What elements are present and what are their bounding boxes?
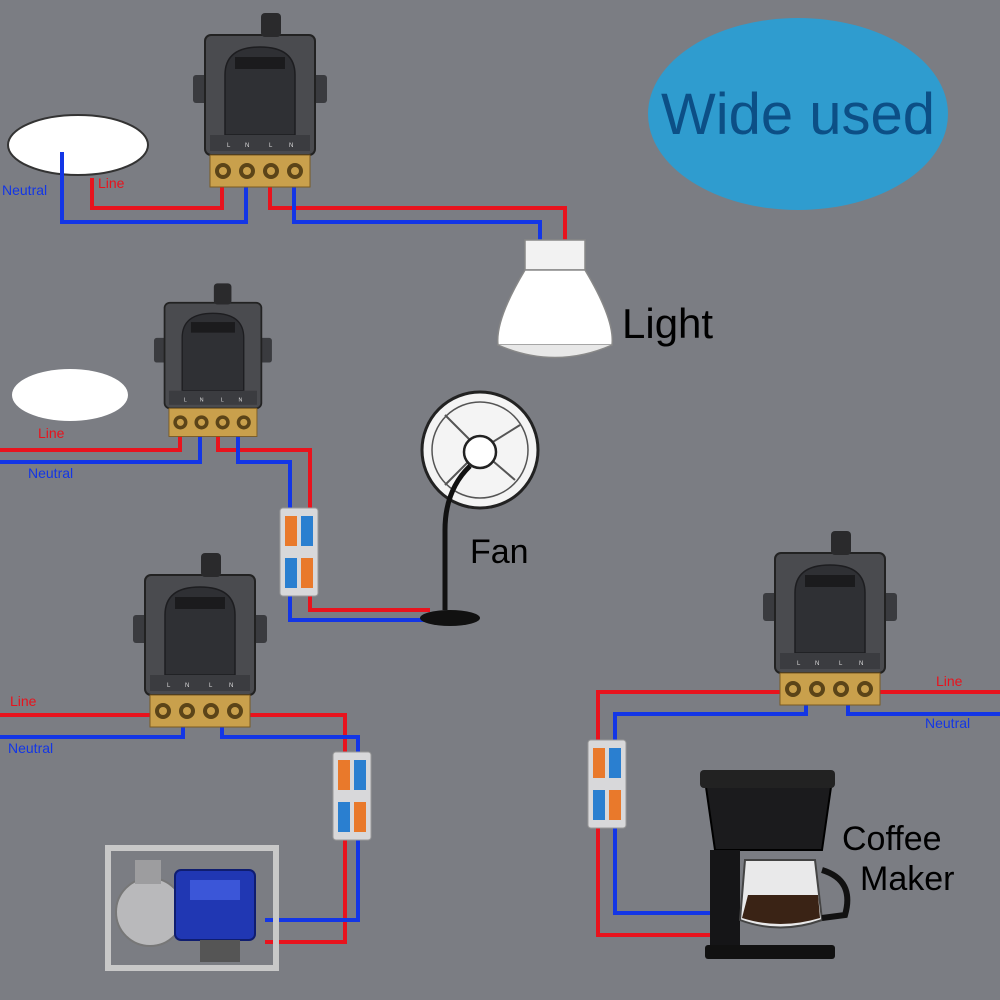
fan-drawing (420, 390, 540, 626)
neutral-label-1: Neutral (2, 182, 48, 198)
relay-module-1 (192, 12, 328, 188)
neutral-label-3: Neutral (8, 740, 54, 756)
light-label: Light (622, 300, 714, 347)
coffee-maker (700, 770, 851, 959)
line-label-1: Line (98, 175, 125, 191)
wire-connector-2 (279, 507, 319, 597)
line-label-2: Line (38, 425, 65, 441)
ceiling-fixture-mid (12, 369, 128, 421)
relay-1-wires (60, 152, 567, 242)
neutral-label-2: Neutral (28, 465, 74, 481)
wire-connector-3 (332, 751, 372, 841)
light-fixture (496, 239, 614, 359)
relay-2-wires (0, 425, 430, 622)
coffee-label-line1: Coffee (842, 820, 942, 858)
wire-connector-4 (587, 739, 627, 829)
relay-module-2 (153, 282, 273, 438)
badge-text: Wide used (660, 81, 936, 147)
line-label-4: Line (936, 673, 963, 689)
relay-module-4 (762, 530, 898, 706)
wide-used-badge: Wide used (648, 18, 948, 210)
relay-module-3 (132, 552, 268, 728)
coffee-label-line2: Maker (860, 860, 955, 898)
neutral-label-4: Neutral (925, 715, 971, 731)
line-label-3: Line (10, 693, 37, 709)
fan-label: Fan (470, 533, 529, 571)
water-pump (105, 845, 279, 971)
ceiling-fixture-top (7, 114, 149, 176)
